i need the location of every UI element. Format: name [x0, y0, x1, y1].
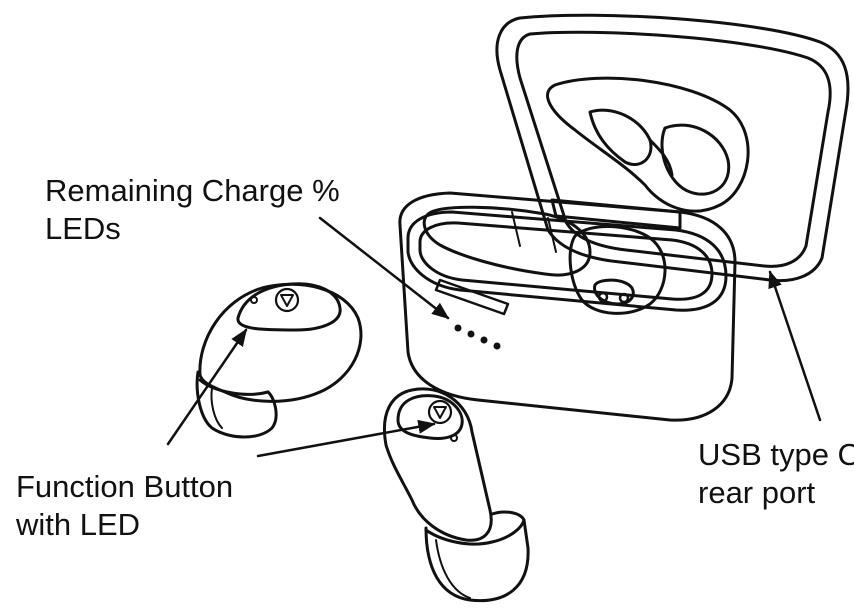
charge-led: [480, 336, 488, 344]
arrow-usb-port: [768, 270, 822, 422]
leader-lines: [166, 216, 822, 458]
callout-charge-leds-line2: LEDs: [45, 211, 121, 246]
right-earbud: [383, 387, 530, 603]
callout-charge-leds: Remaining Charge % LEDs: [45, 172, 340, 248]
callout-usb-port-line2: rear port: [698, 475, 816, 510]
case-base: [398, 191, 737, 422]
callout-usb-port-line1: USB type C: [698, 437, 854, 472]
callout-function-button-line1: Function Button: [16, 469, 234, 504]
charge-led: [493, 342, 501, 350]
button-logo-icon: [427, 399, 453, 425]
arrow-charge-leds: [318, 216, 450, 320]
led-dot-icon: [250, 296, 258, 304]
charging-case: [398, 13, 850, 422]
left-earbud: [195, 282, 363, 439]
arrow-function-button-right: [256, 419, 436, 458]
led-dot-icon: [450, 434, 458, 442]
charge-led: [467, 330, 475, 338]
callout-usb-port: USB type C rear port: [698, 436, 854, 512]
callout-function-button-line2: with LED: [16, 507, 141, 542]
arrow-function-button-left: [166, 328, 248, 446]
callout-function-button: Function Button with LED: [16, 468, 233, 544]
charge-led: [454, 324, 462, 332]
case-lid: [495, 13, 850, 283]
callout-charge-leds-line1: Remaining Charge %: [45, 173, 340, 208]
charge-leds: [454, 324, 501, 350]
button-logo-icon: [274, 287, 300, 313]
